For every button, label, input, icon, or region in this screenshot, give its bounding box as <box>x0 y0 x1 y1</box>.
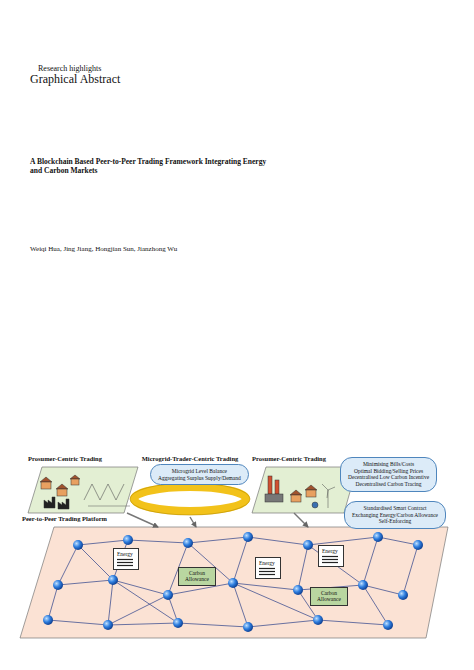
document-text: Energy <box>117 551 135 557</box>
document-lines <box>259 567 277 576</box>
document-text: Energy <box>259 560 277 566</box>
energy-document: Energy <box>318 545 344 567</box>
callout-text: Self-Enforcing <box>352 518 438 525</box>
section-label: Research highlights <box>38 64 101 73</box>
callout-cloud: Microgrid Level BalanceAggregating Surpl… <box>150 464 249 485</box>
document-text: Carbon Allowance <box>314 590 344 603</box>
document-lines <box>322 555 340 564</box>
gold-ring <box>134 487 246 511</box>
connector-arrow <box>294 513 308 527</box>
callout-text: Minimising Bills/Costs <box>348 461 429 468</box>
right-panel-scene <box>265 476 335 508</box>
document-line <box>259 568 275 569</box>
document-line <box>322 556 338 557</box>
document-line <box>117 559 133 560</box>
section-heading: Graphical Abstract <box>30 72 120 87</box>
energy-document: Energy <box>113 548 139 570</box>
document-text: Carbon Allowance <box>182 570 212 583</box>
connector-arrow <box>190 517 196 527</box>
callout-text: Exchanging Energy/Carbon Allowance <box>352 512 438 519</box>
panel-heading: Microgrid-Trader-Centric Trading <box>125 455 255 462</box>
author-list: Weiqi Hua, Jing Jiang, Hongjian Sun, Jia… <box>30 245 177 253</box>
document-line <box>322 562 338 563</box>
connector-arrow <box>127 513 158 527</box>
document-lines <box>117 558 135 567</box>
network-links <box>48 537 418 627</box>
carbon-allowance-document: Carbon Allowance <box>310 587 348 606</box>
paper-title: A Blockchain Based Peer-to-Peer Trading … <box>30 157 280 176</box>
callout-text: Decentralised Carbon Tracing <box>348 481 429 488</box>
callout-cloud: Standardised Smart ContractExchanging En… <box>344 501 446 529</box>
panel-heading: Prosumer-Centric Trading <box>28 455 138 462</box>
carbon-allowance-document: Carbon Allowance <box>178 567 216 586</box>
network-nodes <box>43 532 423 632</box>
callout-text: Standardised Smart Contract <box>352 505 438 512</box>
callout-text: Aggregating Surplus Supply/Demand <box>158 475 241 482</box>
document-line <box>117 562 133 563</box>
ring-edge <box>130 483 250 515</box>
callout-text: Optimal Bidding/Selling Prices <box>348 468 429 475</box>
document-line <box>117 565 133 566</box>
callout-text: Decentralised Low Carbon Incentive <box>348 474 429 481</box>
left-panel-scene <box>40 475 130 509</box>
panel-heading: Peer-to-Peer Trading Platform <box>22 515 454 522</box>
panel-shape <box>28 467 138 513</box>
energy-document: Energy <box>255 557 281 579</box>
document-line <box>322 559 338 560</box>
panel-shape <box>20 527 448 638</box>
callout-text: Microgrid Level Balance <box>158 468 241 475</box>
document-line <box>259 571 275 572</box>
callout-cloud: Minimising Bills/CostsOptimal Bidding/Se… <box>340 457 437 492</box>
document-line <box>259 574 275 575</box>
document-text: Energy <box>322 548 340 554</box>
